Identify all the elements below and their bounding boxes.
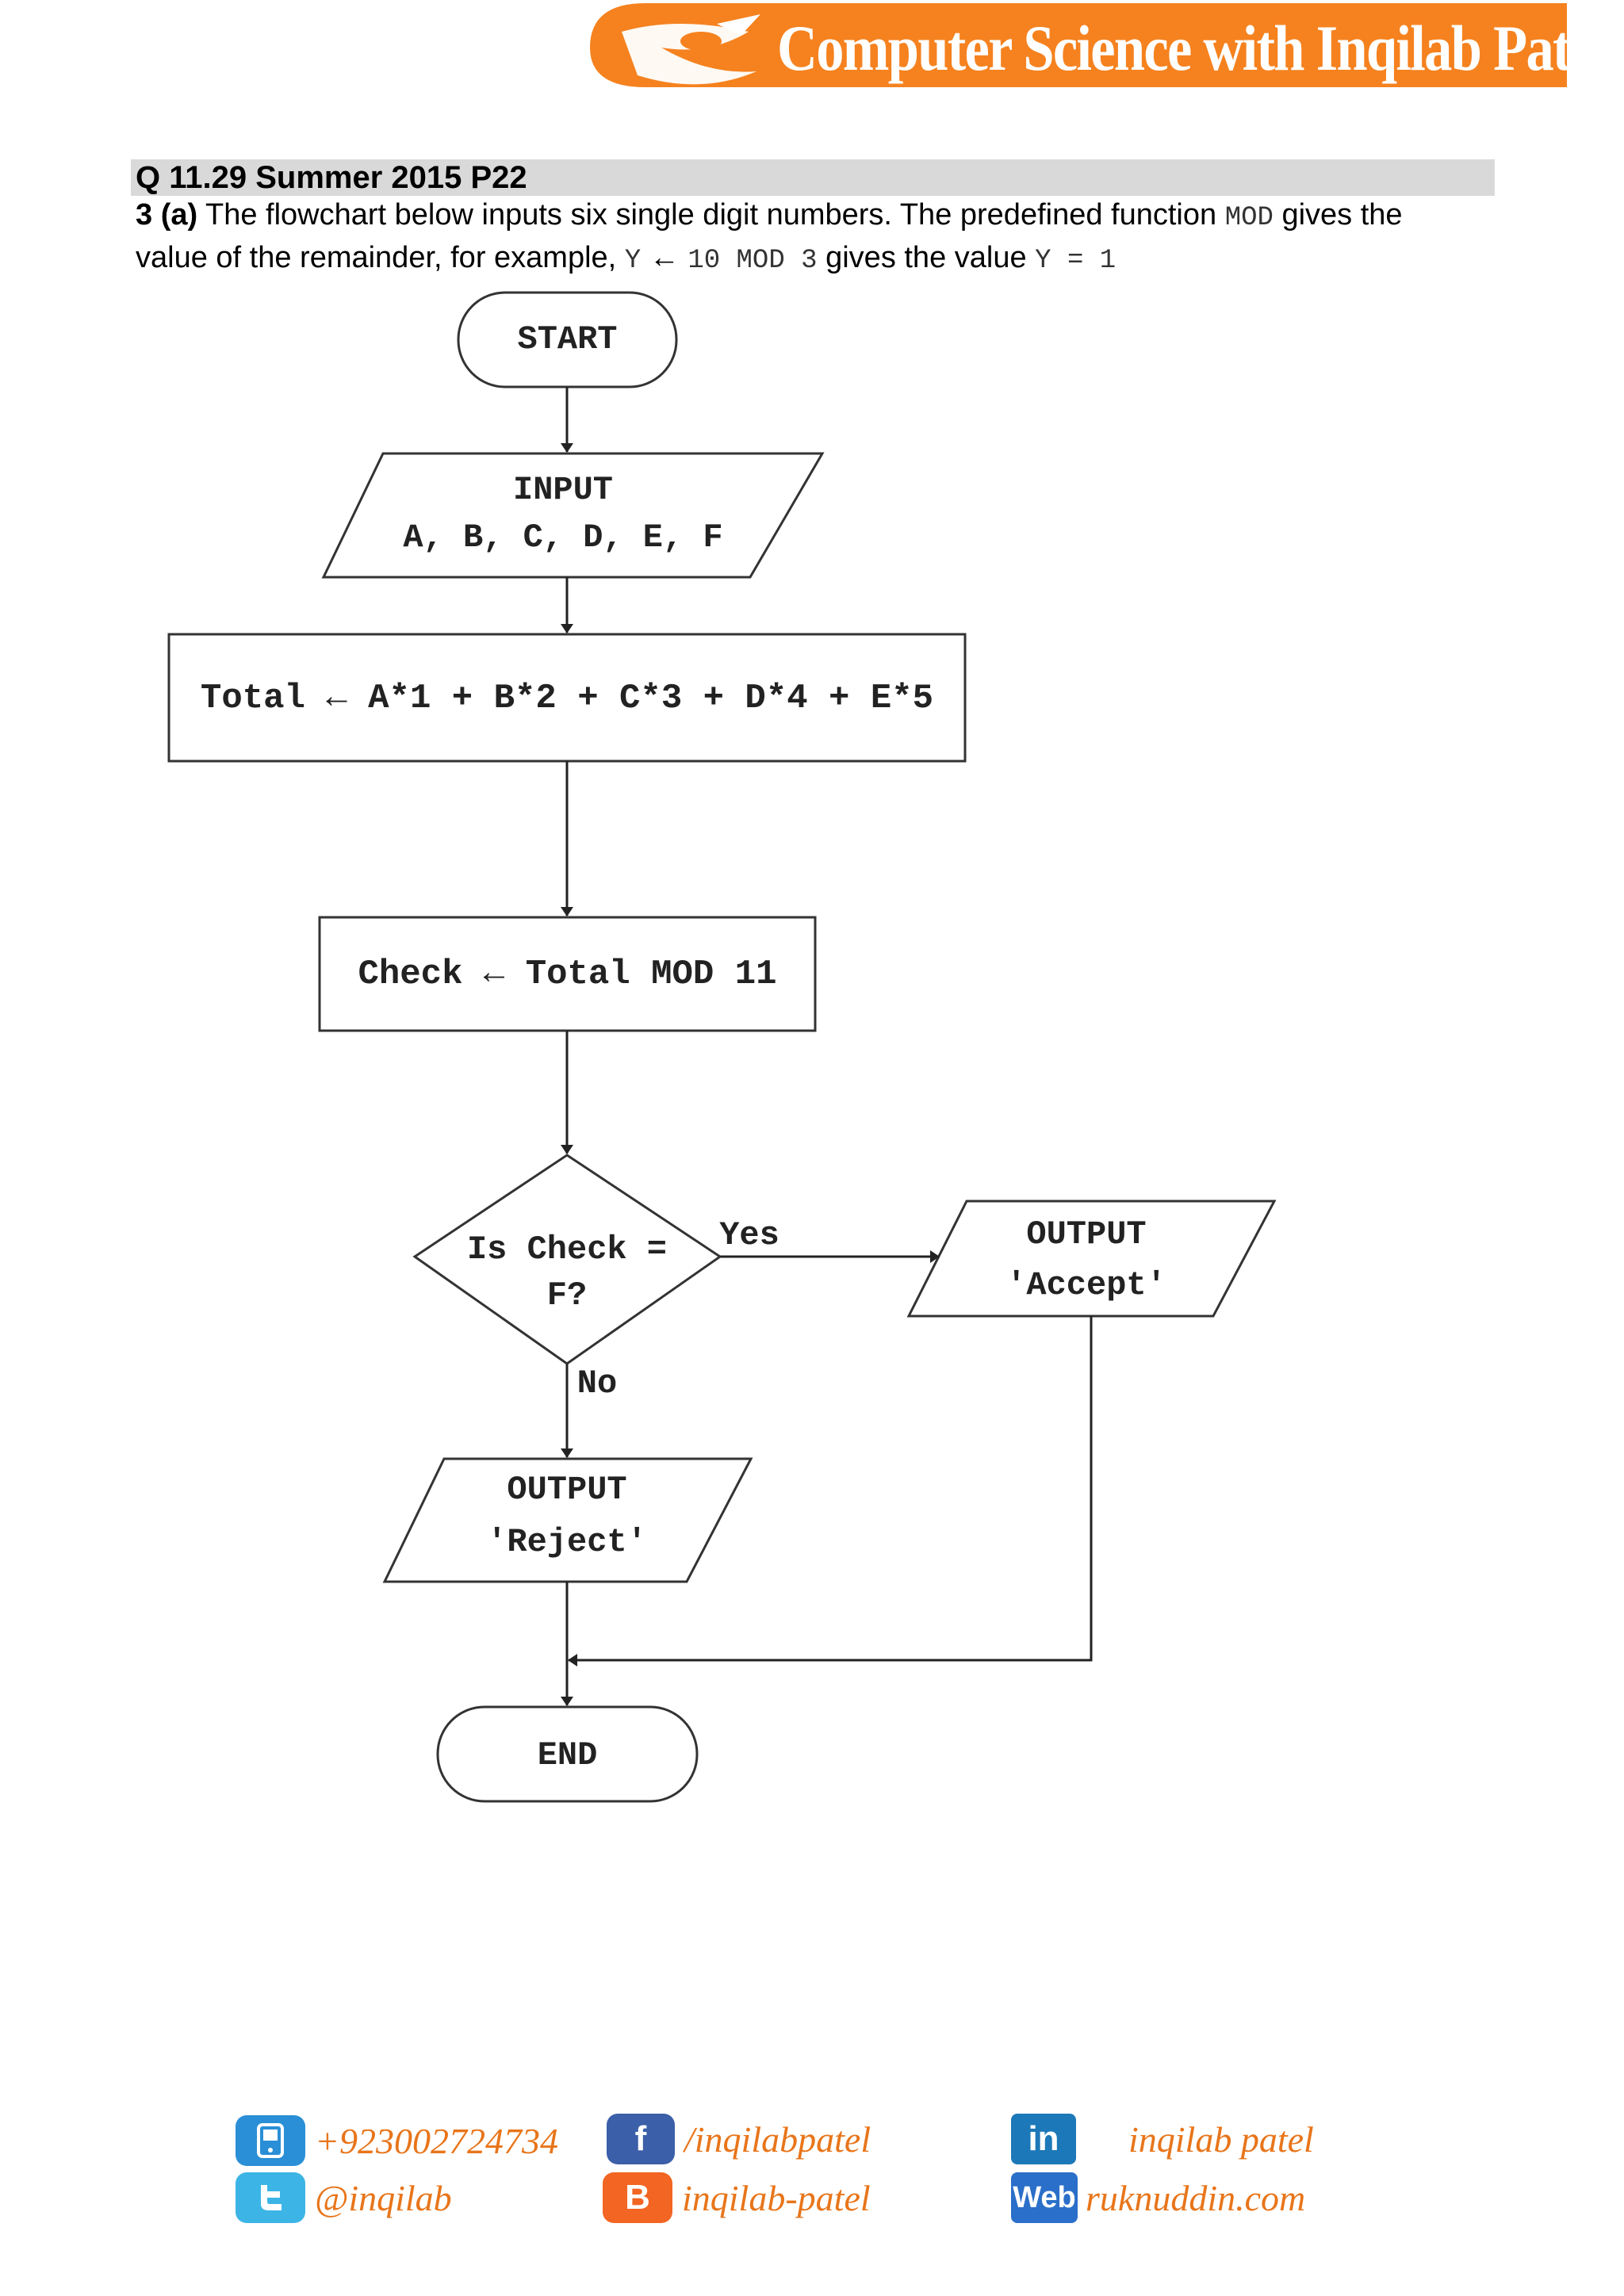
linkedin-glyph: in <box>1028 2119 1059 2158</box>
linkedin-icon: in <box>1011 2114 1076 2164</box>
brand-title: Computer Science with Inqilab Patel <box>777 12 1609 84</box>
input-parallelogram <box>321 452 825 579</box>
intro-text-3: value of the remainder, for example, <box>136 241 625 274</box>
intro-text-2: gives the <box>1273 198 1403 232</box>
question-intro: 3 (a) The flowchart below inputs six sin… <box>136 195 1500 281</box>
no-label: No <box>576 1364 618 1402</box>
linkedin-link: inqilab patel <box>1128 2118 1314 2160</box>
brand-logo <box>590 3 1567 87</box>
question-title: Q 11.29 Summer 2015 P22 <box>136 160 527 195</box>
input-label-line2: A, B, C, D, E, F <box>403 519 723 557</box>
twitter-icon <box>236 2172 305 2223</box>
facebook-link: /inqilabpatel <box>684 2118 871 2160</box>
example-result: Y = 1 <box>1035 246 1116 276</box>
blogger-glyph: B <box>625 2178 650 2217</box>
mod-function: MOD <box>1224 203 1274 233</box>
accept-output-parallelogram <box>906 1200 1277 1318</box>
footer-blogger[interactable]: B inqilab-patel <box>603 2172 871 2223</box>
total-process-box <box>167 633 967 763</box>
footer-facebook[interactable]: f /inqilabpatel <box>607 2114 871 2164</box>
footer-linkedin[interactable]: in inqilab patel <box>1011 2114 1314 2164</box>
intro-line-2: value of the remainder, for example, Y ←… <box>136 238 1500 281</box>
example-expression: 10 MOD 3 <box>688 246 818 276</box>
reject-label-line2: 'Reject' <box>487 1523 647 1561</box>
start-label: START <box>517 320 618 358</box>
reject-label-line1: OUTPUT <box>507 1471 627 1509</box>
decision-label-line2: F? <box>546 1276 588 1314</box>
twitter-handle: @inqilab <box>315 2177 452 2218</box>
total-label: Total ← A*1 + B*2 + C*3 + D*4 + E*5 <box>200 679 934 718</box>
web-icon: Web <box>1011 2172 1078 2223</box>
brand-banner: Computer Science with Inqilab Patel <box>590 0 1609 100</box>
intro-text-1: The flowchart below inputs six single di… <box>197 198 1225 232</box>
check-label: Check ← Total MOD 11 <box>358 955 777 994</box>
footer-phone[interactable]: +923002724734 <box>236 2115 558 2166</box>
example-y: Y <box>624 246 642 276</box>
yes-label: Yes <box>719 1216 779 1254</box>
web-glyph: Web <box>1013 2180 1076 2214</box>
facebook-icon: f <box>607 2114 675 2164</box>
input-label-line1: INPUT <box>512 471 614 509</box>
blogger-icon: B <box>603 2172 672 2223</box>
accept-label-line1: OUTPUT <box>1026 1215 1147 1253</box>
website-link: ruknuddin.com <box>1086 2177 1306 2218</box>
end-label: END <box>537 1736 598 1774</box>
accept-label-line2: 'Accept' <box>1006 1266 1166 1304</box>
intro-line-1: 3 (a) The flowchart below inputs six sin… <box>136 195 1500 238</box>
assign-arrow: ← <box>649 241 680 274</box>
footer-twitter[interactable]: @inqilab <box>236 2172 452 2223</box>
check-process-box <box>318 916 817 1032</box>
facebook-glyph: f <box>634 2119 647 2158</box>
phone-number: +923002724734 <box>315 2120 559 2161</box>
question-part: 3 (a) <box>136 198 198 232</box>
intro-text-4: gives the value <box>817 241 1036 274</box>
arrow-accept-join <box>568 1316 1093 1667</box>
phone-icon <box>236 2115 305 2166</box>
footer-web[interactable]: Web ruknuddin.com <box>1011 2172 1305 2223</box>
end-terminal <box>436 1705 699 1803</box>
question-heading-bar: Q 11.29 Summer 2015 P22 <box>131 159 1495 196</box>
blogger-link: inqilab-patel <box>682 2177 871 2218</box>
decision-label-line1: Is Check = <box>466 1230 668 1269</box>
reject-output-parallelogram <box>382 1457 753 1583</box>
